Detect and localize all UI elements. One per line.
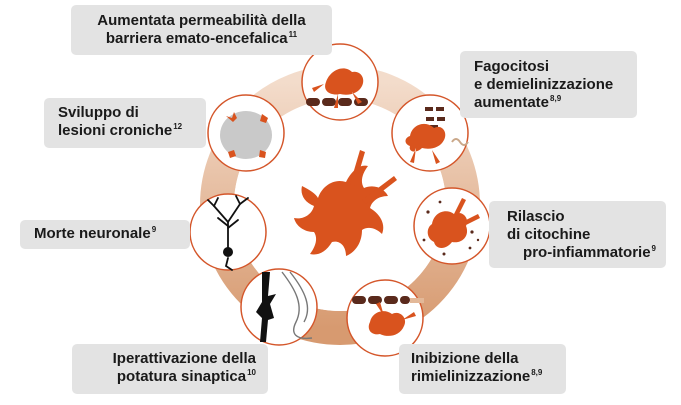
label-line: aumentate — [474, 94, 550, 111]
label-line: Morte neuronale — [34, 225, 151, 242]
label-line: Iperattivazione della — [112, 350, 256, 367]
reference-number: 8,9 — [550, 94, 562, 103]
reference-number: 11 — [288, 30, 298, 39]
lesion-icon — [207, 94, 285, 172]
barrier-cells-icon — [301, 43, 379, 121]
label-line: e demielinizzazione — [474, 76, 614, 93]
label-bbb-permeability: Aumentata permeabilità della barriera em… — [71, 5, 332, 55]
reference-number: 9 — [651, 244, 656, 253]
label-line: Rilascio — [507, 208, 565, 225]
label-line: Fagocitosi — [474, 58, 550, 75]
reference-number: 8,9 — [531, 368, 543, 377]
reference-number: 9 — [151, 225, 157, 234]
label-line: rimielinizzazione — [411, 368, 531, 385]
reference-number: 10 — [247, 368, 256, 377]
label-cytokine-release: Rilascio di citochine pro-infiammatorie9 — [489, 201, 666, 268]
remyelination-icon — [346, 279, 424, 357]
label-line: lesioni croniche — [58, 122, 173, 139]
label-line: potatura sinaptica — [116, 368, 247, 385]
cytokine-icon — [413, 187, 491, 265]
label-synaptic-pruning: Iperattivazione della potatura sinaptica… — [72, 344, 268, 394]
neuron-icon — [189, 193, 267, 271]
label-line: Sviluppo di — [58, 104, 139, 121]
label-line: di citochine — [507, 226, 591, 243]
reference-number: 12 — [173, 122, 183, 131]
label-remyelination-inhibition: Inibizione della rimielinizzazione8,9 — [399, 344, 566, 394]
label-line: pro-infiammatorie — [523, 244, 651, 261]
label-neuronal-death: Morte neuronale9 — [20, 220, 190, 249]
label-line: Inibizione della — [411, 350, 519, 367]
label-line: Aumentata permeabilità della — [97, 12, 306, 29]
microglia-icon — [294, 150, 397, 256]
label-chronic-lesions: Sviluppo di lesioni croniche12 — [44, 98, 206, 148]
synapse-icon — [240, 268, 318, 346]
label-phagocytosis: Fagocitosi e demielinizzazione aumentate… — [460, 51, 637, 118]
label-line: barriera emato-encefalica — [105, 30, 288, 47]
phagocytosis-icon — [391, 94, 469, 172]
